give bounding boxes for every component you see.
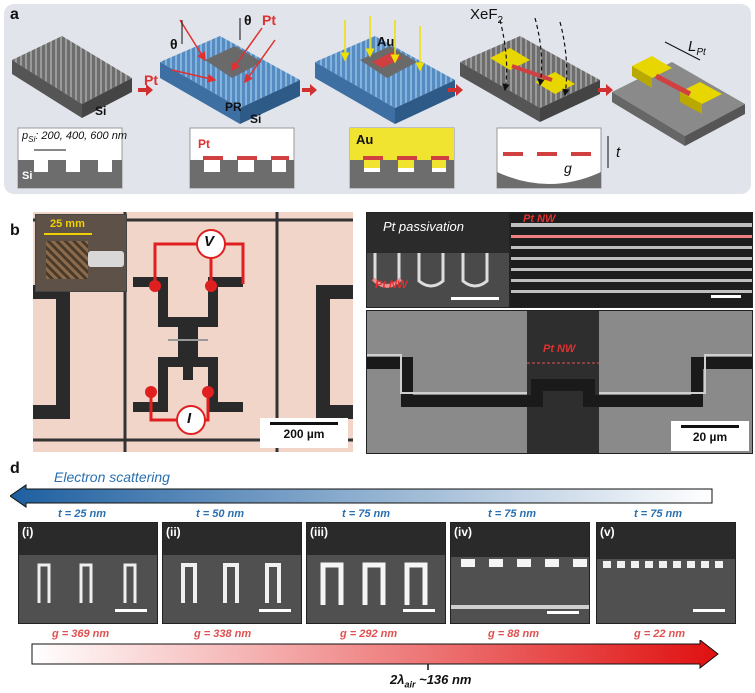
si-label-2: Si (250, 112, 262, 126)
au-label-top: Au (377, 34, 395, 49)
g-label-2: g = 338 nm (194, 628, 252, 640)
t-label-5: t = 75 nm (634, 508, 682, 520)
v-label: V (204, 233, 215, 250)
panel-a-process-diagram (12, 16, 745, 189)
pt-nw-label-2: Pt NW (523, 213, 556, 225)
pt-label-left: Pt (144, 72, 158, 88)
g-label-3: g = 292 nm (340, 628, 398, 640)
step1-si-block (12, 36, 132, 118)
device-photo (46, 241, 88, 279)
passivation-label: Pt passivation (383, 219, 464, 234)
g-label-1: g = 369 nm (52, 628, 110, 640)
inset-scale-text: 25 mm (50, 218, 85, 230)
panel-label-b: b (10, 222, 20, 239)
inset-scale-line (44, 233, 92, 235)
sem-tile-iv: (iv) (450, 522, 590, 624)
sem-device: Pt NW 20 µm (366, 310, 753, 454)
sem-passivation: Pt passivation Pt NW (366, 212, 510, 308)
sem-tile-ii: (ii) (162, 522, 302, 624)
g-label-4: g = 88 nm (488, 628, 540, 640)
nanowire-lines (511, 223, 752, 298)
gap-arrow (31, 640, 719, 670)
tile-iv-profile (451, 523, 589, 623)
theta-right: θ (244, 12, 252, 28)
roman-v: (v) (600, 525, 615, 539)
tile-i-profile (19, 523, 157, 623)
electron-scattering-arrow (10, 484, 713, 508)
roman-iii: (iii) (310, 525, 328, 539)
tile-v-profile (597, 523, 735, 623)
xef2-label: XeF2 (470, 6, 504, 26)
panel-b-scalebar: 200 µm (260, 418, 348, 448)
cross-section-1 (17, 127, 123, 189)
tile-ii-profile (163, 523, 301, 623)
panel-label-a: a (10, 6, 19, 23)
pt-section-label: Pt (198, 137, 210, 151)
g-label-5: g = 22 nm (634, 628, 686, 640)
sem-nanowire-lines: Pt NW (510, 212, 753, 308)
sem-tile-v: (v) (596, 522, 736, 624)
t-label-4: t = 75 nm (488, 508, 536, 520)
step3-au-block (315, 16, 455, 124)
connector-photo (88, 251, 124, 267)
pt-nw-label-3: Pt NW (543, 343, 576, 355)
panel-c-scalebar: 20 µm (671, 421, 749, 451)
i-label: I (187, 410, 192, 427)
t-label: t (616, 144, 621, 161)
step4-xef2-block (460, 17, 600, 122)
cross-section-4 (496, 127, 609, 189)
tile-iii-profile (307, 523, 445, 623)
step5-final-device (612, 41, 745, 146)
device-sem-profile (367, 311, 752, 453)
panel-label-d: d (10, 460, 20, 477)
au-section-label: Au (356, 132, 374, 147)
t-label-1: t = 25 nm (58, 508, 106, 520)
pt-label-top: Pt (262, 12, 276, 28)
sem-tile-i: (i) (18, 522, 158, 624)
roman-iv: (iv) (454, 525, 472, 539)
lambda-label: 2λair ~136 nm (390, 672, 472, 690)
roman-i: (i) (22, 525, 34, 539)
scalebar-text-c: 20 µm (692, 430, 728, 444)
cross-section-3 (349, 127, 455, 189)
photo-inset: 25 mm (35, 214, 127, 292)
pt-nw-label-1: Pt NW (375, 279, 408, 291)
sem-tile-iii: (iii) (306, 522, 446, 624)
step2-pr-block (160, 18, 300, 124)
si-label: Si (95, 104, 107, 118)
cross-section-2 (189, 127, 295, 189)
scalebar-line (270, 422, 338, 425)
pitch-label: pSi: 200, 400, 600 nm (22, 130, 127, 145)
theta-left: θ (170, 36, 178, 52)
g-label: g (564, 160, 572, 176)
t-label-3: t = 75 nm (342, 508, 390, 520)
pr-label: PR (225, 100, 242, 114)
passivation-profile (367, 253, 509, 307)
scalebar-text: 200 µm (283, 427, 325, 441)
si-section-label: Si (22, 170, 33, 182)
t-label-2: t = 50 nm (196, 508, 244, 520)
lpt-label: LPt (688, 38, 706, 58)
electron-scattering-label: Electron scattering (54, 469, 170, 485)
scalebar-line-c (681, 425, 739, 428)
roman-ii: (ii) (166, 525, 181, 539)
